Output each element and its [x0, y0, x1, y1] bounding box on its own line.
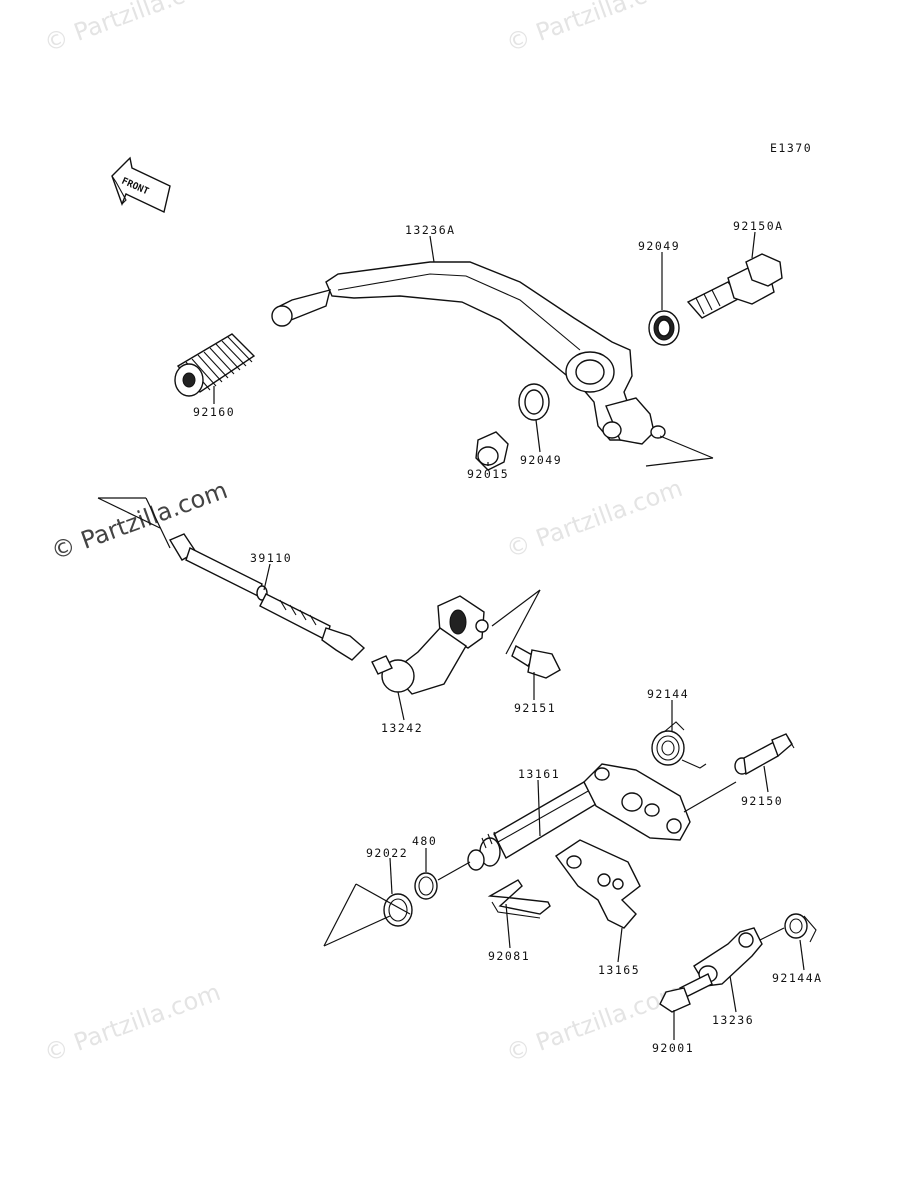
washer-92049-lower [518, 383, 550, 421]
part-label-13242: 13242 [381, 721, 423, 735]
clip-92081 [487, 879, 551, 919]
part-label-92150A: 92150A [733, 219, 784, 233]
bolt-92150 [734, 733, 795, 776]
part-label-39110: 39110 [250, 551, 292, 565]
part-label-13236: 13236 [712, 1013, 754, 1027]
circlip-480 [414, 872, 438, 900]
spring-92144 [651, 721, 707, 769]
bolt-92001 [659, 973, 713, 1013]
part-label-92015: 92015 [467, 467, 509, 481]
part-label-92160: 92160 [193, 405, 235, 419]
watermark-main: © Partzilla.com [47, 476, 231, 566]
part-label-92081: 92081 [488, 949, 530, 963]
shift-shaft-13161 [467, 763, 691, 871]
part-label-92049-lower: 92049 [520, 453, 562, 467]
pivot-bolt-92150A [686, 253, 783, 319]
part-label-13165: 13165 [598, 963, 640, 977]
bolt-92151 [511, 645, 561, 679]
footpeg-rubber-92160 [174, 333, 256, 397]
watermark: © Partzilla.com [40, 978, 224, 1068]
front-arrow-icon: FRONT [111, 156, 171, 214]
watermark: © Partzilla.com [502, 0, 686, 58]
part-labels: 13236A 92150A 92049 92160 92049 92015 39… [193, 219, 823, 1055]
part-label-92001: 92001 [652, 1041, 694, 1055]
plate-13165 [555, 839, 641, 929]
watermark: © Partzilla.com [502, 474, 686, 564]
part-label-92049-upper: 92049 [638, 239, 680, 253]
part-label-92022: 92022 [366, 846, 408, 860]
watermark: © Partzilla.com [40, 0, 224, 58]
part-label-92144A: 92144A [772, 971, 823, 985]
part-label-13236A: 13236A [405, 223, 456, 237]
shift-pedal-13236A [271, 261, 666, 445]
seal-92049-upper [648, 310, 680, 346]
part-label-92151: 92151 [514, 701, 556, 715]
washer-92022 [383, 893, 413, 927]
part-label-13161: 13161 [518, 767, 560, 781]
part-label-480: 480 [412, 834, 437, 848]
cap-nut-92015 [475, 431, 509, 471]
spring-92144A [784, 913, 817, 943]
part-label-92144: 92144 [647, 687, 689, 701]
diagram-code: E1370 [770, 141, 812, 155]
shift-arm-13242 [371, 595, 489, 695]
part-label-92150: 92150 [741, 794, 783, 808]
tie-rod-39110 [168, 533, 366, 661]
leader-lines [97, 231, 805, 1040]
